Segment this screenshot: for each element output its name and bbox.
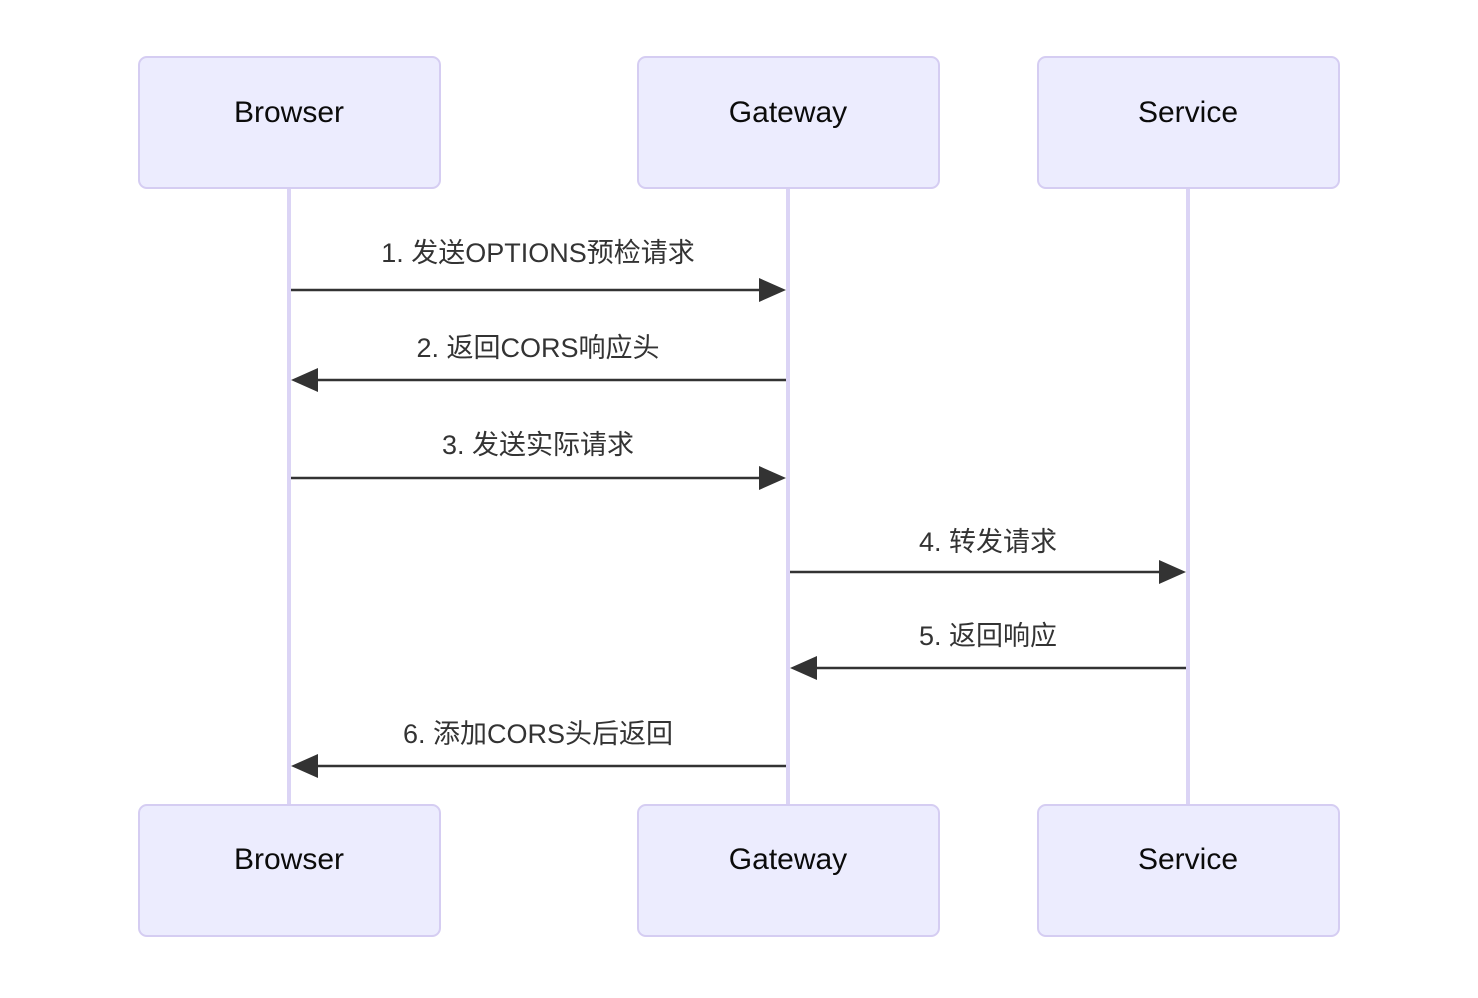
message-6-arrowhead-left [291,754,318,778]
actor-label-service-bottom: Service [1138,843,1238,876]
actor-box-rect [1037,56,1340,189]
message-4-label: 4. 转发请求 [919,527,1057,557]
actor-label-browser-bottom: Browser [234,843,344,876]
message-3-arrowhead-right [759,466,786,490]
actor-box-service-bottom[interactable]: Service [1037,804,1340,937]
actor-box-rect [637,804,940,937]
message-1[interactable]: 1. 发送OPTIONS预检请求 [291,238,786,302]
message-5-label: 5. 返回响应 [919,621,1057,651]
message-2-label: 2. 返回CORS响应头 [416,333,659,363]
message-2[interactable]: 2. 返回CORS响应头 [291,333,786,392]
actor-box-rect [1037,804,1340,937]
actor-box-browser-bottom[interactable]: Browser [138,804,441,937]
message-5-arrowhead-left [790,656,817,680]
actor-box-gateway-top[interactable]: Gateway [637,56,940,189]
actor-box-browser-top[interactable]: Browser [138,56,441,189]
message-4-arrowhead-right [1159,560,1186,584]
message-3-label: 3. 发送实际请求 [442,430,634,460]
message-1-arrowhead-right [759,278,786,302]
actor-box-service-top[interactable]: Service [1037,56,1340,189]
actor-box-rect [138,804,441,937]
actor-box-rect [138,56,441,189]
message-2-arrowhead-left [291,368,318,392]
message-3[interactable]: 3. 发送实际请求 [291,430,786,490]
message-6-label: 6. 添加CORS头后返回 [403,719,673,749]
actor-label-service-top: Service [1138,96,1238,129]
message-6[interactable]: 6. 添加CORS头后返回 [291,719,786,778]
actor-label-gateway-bottom: Gateway [729,843,847,876]
message-1-label: 1. 发送OPTIONS预检请求 [381,238,695,268]
actor-label-gateway-top: Gateway [729,96,847,129]
actor-box-gateway-bottom[interactable]: Gateway [637,804,940,937]
actor-box-rect [637,56,940,189]
message-5[interactable]: 5. 返回响应 [790,621,1186,680]
lifelines-group [287,188,1190,806]
message-4[interactable]: 4. 转发请求 [790,527,1186,584]
actor-label-browser-top: Browser [234,96,344,129]
